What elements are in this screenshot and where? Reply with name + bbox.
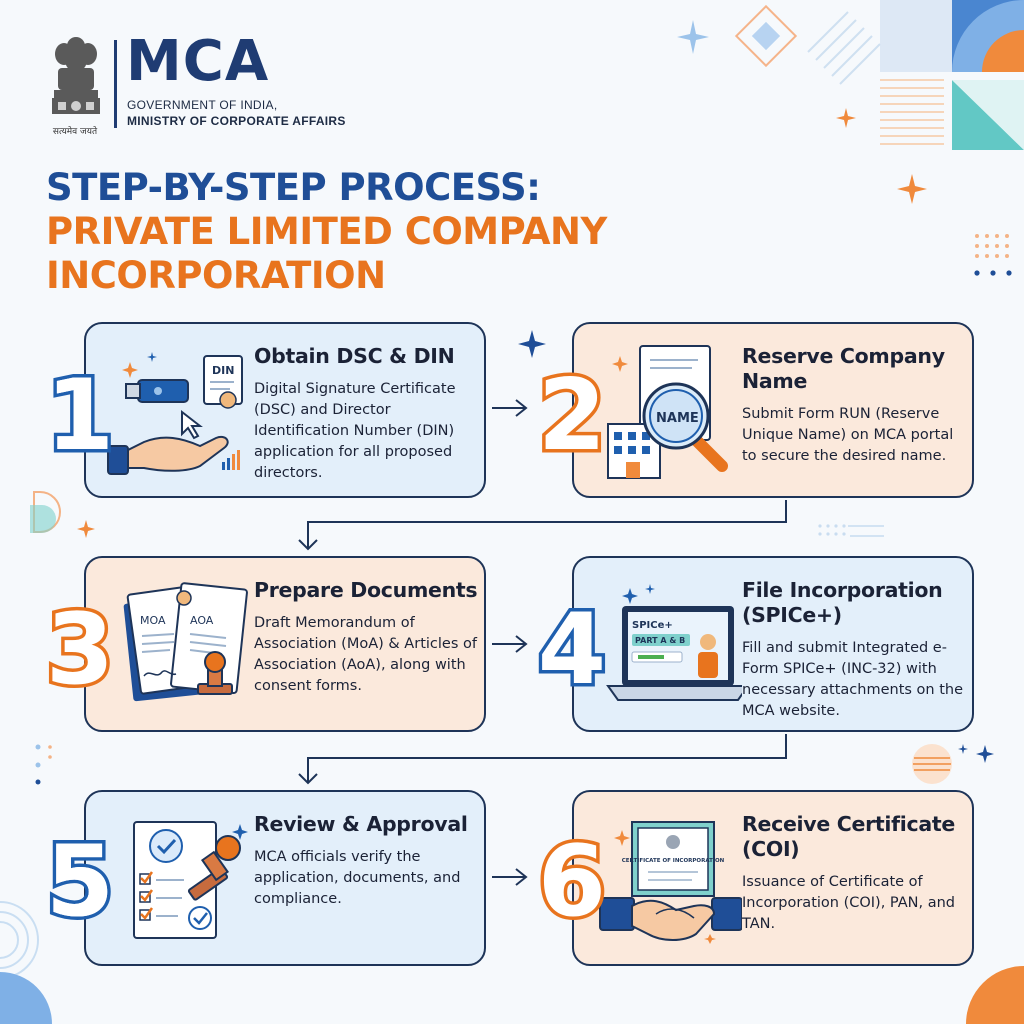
step-number-5: 5 (42, 822, 117, 943)
documents-stamp-icon: MOA AOA (123, 582, 248, 702)
moa-label: MOA (140, 614, 166, 627)
step-number-2: 2 (534, 356, 609, 477)
step-2-title: Reserve Company Name (742, 344, 945, 393)
step-card-4: SPICe+ PART A & B File Incorporation (SP… (572, 556, 974, 732)
emblem-motto: सत्यमेव जयते (52, 127, 98, 137)
step-5-description: MCA officials verify the application, do… (254, 849, 461, 907)
laptop-form-icon: SPICe+ PART A & B (606, 584, 742, 701)
step-number-6: 6 (534, 822, 609, 943)
step-number-3: 3 (42, 590, 117, 711)
certificate-label: CERTIFICATE OF INCORPORATION (622, 858, 725, 864)
step-5-title: Review & Approval (254, 812, 468, 836)
step-6-title: Receive Certificate (COI) (742, 812, 955, 861)
title-line-1: STEP-BY-STEP PROCESS: (46, 166, 541, 209)
step-1-description: Digital Signature Certificate (DSC) and … (254, 381, 456, 481)
ministry-line: MINISTRY OF CORPORATE AFFAIRS (127, 114, 346, 128)
part-ab-label: PART A & B (635, 636, 685, 645)
step-6-description: Issuance of Certificate of Incorporation… (742, 874, 956, 932)
step-2-description: Submit Form RUN (Reserve Unique Name) on… (742, 406, 954, 464)
aoa-label: AOA (190, 614, 214, 627)
step-number-1: 1 (42, 356, 117, 477)
national-emblem-icon (52, 37, 100, 114)
step-card-5: Review & Approval MCA officials verify t… (84, 790, 486, 966)
usb-hand-icon: DIN (107, 352, 243, 475)
page-title: STEP-BY-STEP PROCESS: PRIVATE LIMITED CO… (46, 166, 746, 298)
title-line-2: PRIVATE LIMITED COMPANY (46, 210, 607, 253)
step-3-title: Prepare Documents (254, 578, 478, 602)
government-line: GOVERNMENT OF INDIA, (127, 98, 278, 112)
step-card-6: CERTIFICATE OF INCORPORATION Receive Cer… (572, 790, 974, 966)
title-line-3: INCORPORATION (46, 254, 386, 297)
spice-label: SPICe+ (632, 620, 673, 631)
step-4-description: Fill and submit Integrated e-Form SPICe+… (742, 640, 964, 719)
name-label: NAME (656, 411, 699, 426)
din-label: DIN (212, 364, 234, 377)
header-divider (114, 40, 117, 128)
mca-logo: MCA (126, 29, 270, 94)
step-number-4: 4 (534, 590, 609, 711)
checklist-stamp-icon (133, 821, 248, 939)
step-card-3: MOA AOA Prepare Documents Draft Memorand… (84, 556, 486, 732)
step-1-title: Obtain DSC & DIN (254, 344, 455, 368)
step-3-description: Draft Memorandum of Association (MoA) & … (254, 615, 477, 694)
handshake-certificate-icon: CERTIFICATE OF INCORPORATION (599, 821, 742, 944)
step-card-2: NAME Reserve Company Name Submit Form RU… (572, 322, 974, 498)
magnifier-building-icon: NAME (607, 345, 728, 479)
step-4-title: File Incorporation (SPICe+) (742, 578, 943, 627)
step-card-1: DIN Obtain DSC & DIN Digital Signature C… (84, 322, 486, 498)
